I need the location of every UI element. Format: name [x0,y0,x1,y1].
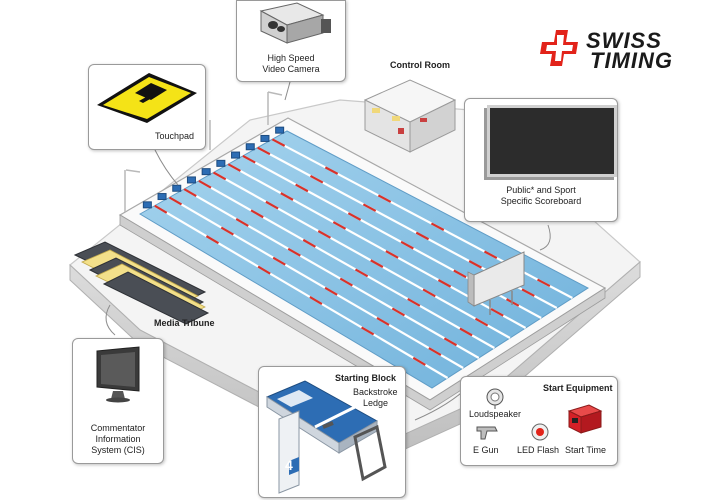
control-room-label: Control Room [390,60,450,70]
backstroke-label-line2: Ledge [363,398,389,408]
scoreboard-label-line1: Public* and Sport [506,185,576,195]
led-flash-label: LED Flash [517,445,560,455]
cis-label-line2: Information [95,434,141,444]
swiss-timing-logo: SWISS TIMING [540,26,710,73]
starting-block [172,184,182,192]
loudspeaker-icon [486,388,504,409]
cis-label-line1: Commentator [90,423,146,433]
lane-rope [212,171,511,339]
lane-rope [168,196,464,369]
start-time-device-icon [567,404,603,434]
scoreboard-callout: Public* and Sport Specific Scoreboard [464,98,618,222]
starting-block [231,151,241,159]
backstroke-label-line1: Backstroke [353,387,398,397]
cis-callout: Commentator Information System (CIS) [72,338,164,464]
pool-scoreboard [467,251,525,315]
scoreboard-label-line2: Specific Scoreboard [500,196,582,206]
lane-rope [183,188,480,359]
starting-block [201,168,211,176]
lane-rope [154,204,449,379]
starting-block [245,143,255,151]
control-room-building [363,79,457,153]
camera-callout: High Speed Video Camera [236,0,346,82]
start-equipment-callout: Start Equipment Loudspeaker E Gun LED Fl… [460,376,618,466]
camera-poles [124,91,283,212]
touchpad-label: Touchpad [155,131,195,141]
starting-block [260,134,270,142]
led-flash-icon [531,423,549,441]
starting-block [216,159,226,167]
camera-label-line2: Video Camera [262,64,320,74]
swiss-timing-cross-icon [540,30,578,66]
scoreboard-screen [487,105,617,177]
loudspeaker-label: Loudspeaker [469,409,522,419]
brand-line1: SWISS [586,28,662,53]
media-tribune-label: Media Tribune [154,318,215,328]
start-equipment-label: Start Equipment [543,383,613,393]
e-gun-icon [476,426,498,440]
starting-blocks-row [142,126,285,209]
starting-block [142,201,152,209]
camera-icon [259,2,331,44]
starting-block [157,193,167,201]
starting-block-icon [265,380,387,494]
lane-rope [198,179,495,349]
starting-block-label: Starting Block [335,373,397,383]
starting-block [275,126,285,134]
touchpad-icon [97,73,197,123]
cis-label-line3: System (CIS) [91,445,145,455]
media-tribune [73,241,210,325]
starting-block-callout: 4 Starting Block Backstroke Ledge [258,366,406,498]
e-gun-label: E Gun [473,445,499,455]
touchpad-callout: Touchpad [88,64,206,150]
starting-block [186,176,196,184]
block-number: 4 [285,457,293,473]
start-time-label: Start Time [565,445,607,455]
pool-water [139,130,589,389]
brand-line2: TIMING [590,48,673,73]
monitor-icon [96,346,140,403]
camera-label-line1: High Speed [267,53,315,63]
